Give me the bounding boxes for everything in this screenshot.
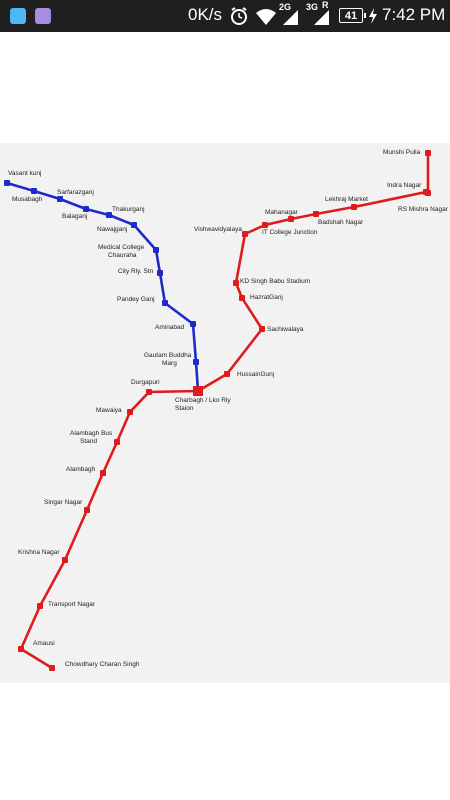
station-label-it-college-junction[interactable]: IT College Junction <box>262 229 318 236</box>
station-marker-thakurganj[interactable] <box>106 212 112 218</box>
station-label-sachiwalaya[interactable]: Sachiwalaya <box>267 326 304 333</box>
station-label-pandey-ganj[interactable]: Pandey Ganj <box>117 296 155 303</box>
station-marker-vasant-kunj[interactable] <box>4 180 10 186</box>
status-bar: 0K/s 2G 3G R 41 7:42 PM <box>0 0 450 32</box>
blue-line-track <box>6 181 200 392</box>
station-marker-sarfarazganj[interactable] <box>57 196 63 202</box>
station-marker-rs-mishra-nagar[interactable] <box>423 189 429 195</box>
battery-level: 41 <box>344 10 358 22</box>
battery-icon: 41 <box>339 8 366 23</box>
network-speed: 0K/s <box>188 5 223 24</box>
station-label-alambagh[interactable]: Alambagh <box>66 466 96 473</box>
station-marker-amausi[interactable] <box>18 646 24 652</box>
station-marker-it-college-junction[interactable] <box>262 222 268 228</box>
station-marker-alambagh[interactable] <box>100 470 106 476</box>
station-marker-balaganj[interactable] <box>83 206 89 212</box>
station-label-chowdhary-charan-singh[interactable]: Chowdhary Charan Singh <box>65 661 140 668</box>
station-marker-sachiwalaya[interactable] <box>259 326 265 332</box>
station-label-hazratganj[interactable]: HazratGanj <box>250 294 283 301</box>
station-marker-munshi-pulia[interactable] <box>425 150 431 156</box>
station-label-indra-nagar[interactable]: Indra Nagar <box>387 182 422 189</box>
station-marker-hazratganj[interactable] <box>239 295 245 301</box>
station-marker-vishwavidyalaya[interactable] <box>242 231 248 237</box>
station-label-musabagh[interactable]: Musabagh <box>12 196 43 203</box>
station-label-krishna-nagar[interactable]: Krishna Nagar <box>18 549 60 556</box>
station-marker-durgapuri[interactable] <box>146 389 152 395</box>
station-label-vishwavidyalaya[interactable]: Vishwavidyalaya <box>194 226 242 233</box>
cloud-app-icon <box>10 8 26 24</box>
clock: 7:42 PM <box>382 5 446 24</box>
station-marker-mahanagar[interactable] <box>288 216 294 222</box>
station-marker-nawajganj[interactable] <box>131 222 137 228</box>
station-marker-singar-nagar[interactable] <box>84 507 90 513</box>
alarm-icon <box>231 7 247 25</box>
station-label-balaganj[interactable]: Balaganj <box>62 213 87 220</box>
station-label-rs-mishra-nagar[interactable]: RS Mishra Nagar <box>398 206 449 213</box>
station-marker-chowdhary-charan-singh[interactable] <box>49 665 55 671</box>
station-marker-gautam-buddha-marg[interactable] <box>193 359 199 365</box>
signal-2g-icon <box>283 10 298 25</box>
station-marker-medical-college-chauraha[interactable] <box>153 247 159 253</box>
metro-map[interactable]: Vasant kunjMusabaghSarfarazganjBalaganjT… <box>0 143 450 683</box>
station-marker-lekhraj-market[interactable] <box>351 204 357 210</box>
station-label-munshi-pulia[interactable]: Munshi Pulia <box>383 149 421 156</box>
gallery-app-icon <box>35 8 51 24</box>
station-label-mahanagar[interactable]: Mahanagar <box>265 209 299 216</box>
station-label-hussaingunj[interactable]: HussainGunj <box>237 371 274 378</box>
charging-icon <box>369 8 377 24</box>
station-marker-musabagh[interactable] <box>31 188 37 194</box>
network-2g-label: 2G <box>279 2 292 12</box>
station-label-aminabad[interactable]: Aminabad <box>155 324 185 331</box>
station-marker-aminabad[interactable] <box>190 321 196 327</box>
network-3g-label: 3G <box>306 2 319 12</box>
station-marker-hussaingunj[interactable] <box>224 371 230 377</box>
station-marker-city-rly-stn[interactable] <box>157 270 163 276</box>
station-label-singar-nagar[interactable]: Singar Nagar <box>44 499 83 506</box>
wifi-icon <box>256 9 276 25</box>
station-marker-alambagh-bus-stand[interactable] <box>114 439 120 445</box>
station-label-city-rly-stn[interactable]: City Rly. Stn <box>118 268 154 275</box>
station-label-amausi[interactable]: Amausi <box>33 640 55 647</box>
signal-3g-icon <box>314 10 329 25</box>
station-label-durgapuri[interactable]: Durgapuri <box>131 379 160 386</box>
interchange-marker-charbagh[interactable] <box>193 386 203 396</box>
station-marker-kd-singh-babu-stadium[interactable] <box>233 280 239 286</box>
station-label-kd-singh-babu-stadium[interactable]: KD Singh Babu Stadium <box>240 278 310 285</box>
station-marker-krishna-nagar[interactable] <box>62 557 68 563</box>
roaming-label: R <box>322 0 329 10</box>
station-label-sarfarazganj[interactable]: Sarfarazganj <box>57 189 94 196</box>
station-label-thakurganj[interactable]: Thakurganj <box>112 206 145 213</box>
station-label-vasant-kunj[interactable]: Vasant kunj <box>8 170 41 177</box>
station-marker-transport-nagar[interactable] <box>37 603 43 609</box>
station-label-transport-nagar[interactable]: Transport Nagar <box>48 601 96 608</box>
red-line-track <box>19 153 430 670</box>
station-label-nawajganj[interactable]: Nawajganj <box>97 226 127 233</box>
station-marker-badshah-nagar[interactable] <box>313 211 319 217</box>
station-label-badshah-nagar[interactable]: Badshah Nagar <box>318 219 364 226</box>
station-label-mawaiya[interactable]: Mawaiya <box>96 407 122 414</box>
station-marker-mawaiya[interactable] <box>127 409 133 415</box>
station-marker-pandey-ganj[interactable] <box>162 300 168 306</box>
station-label-lekhraj-market[interactable]: Lekhraj Market <box>325 196 368 203</box>
